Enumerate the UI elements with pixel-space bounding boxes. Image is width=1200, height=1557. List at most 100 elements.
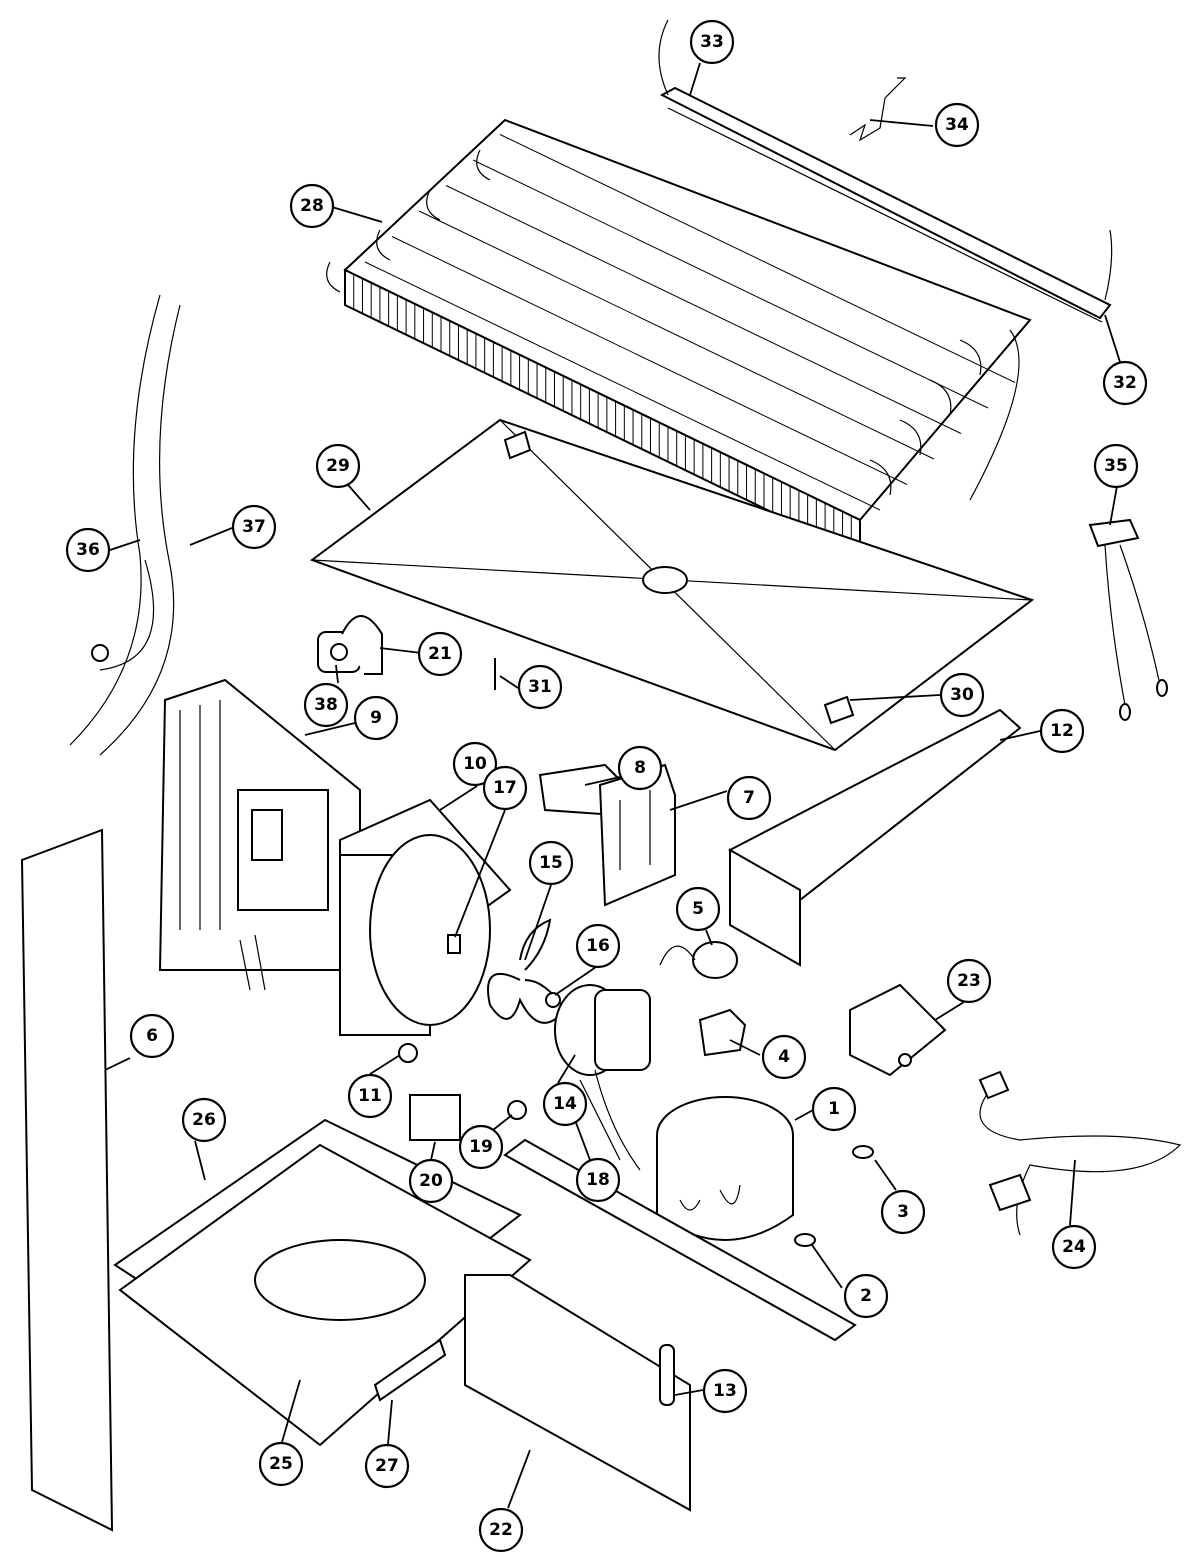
- callout-35: 35: [1093, 443, 1139, 489]
- callout-32: 32: [1102, 360, 1148, 406]
- drain-pan: [118, 1143, 532, 1447]
- capacitor-part: [409, 1094, 461, 1141]
- callout-25: 25: [258, 1441, 304, 1487]
- svg-text:22: 22: [489, 1520, 513, 1540]
- fan-shroud: [339, 798, 512, 1036]
- callout-9: 9: [353, 695, 399, 741]
- callout-15: 15: [528, 840, 574, 886]
- coil-row: [364, 261, 881, 511]
- svg-text:25: 25: [269, 1454, 293, 1474]
- svg-text:29: 29: [326, 456, 350, 476]
- wire-harness: [1088, 518, 1168, 721]
- svg-text:19: 19: [469, 1137, 493, 1157]
- callout-18: 18: [575, 1157, 621, 1203]
- svg-text:34: 34: [945, 115, 969, 135]
- start-relay: [698, 1008, 747, 1057]
- callout-2: 2: [843, 1273, 889, 1319]
- callout-31: 31: [517, 664, 563, 710]
- svg-text:36: 36: [76, 540, 100, 560]
- coil-row: [445, 185, 962, 434]
- svg-text:2: 2: [860, 1286, 872, 1306]
- callout-23: 23: [946, 958, 992, 1004]
- callout-28: 28: [289, 183, 335, 229]
- svg-text:23: 23: [957, 971, 981, 991]
- svg-text:15: 15: [539, 853, 563, 873]
- small-grommet-b: [507, 1100, 527, 1120]
- callout-29: 29: [315, 443, 361, 489]
- fan-motor: [554, 984, 651, 1171]
- svg-text:32: 32: [1113, 373, 1137, 393]
- evaporator-rail: [658, 19, 1113, 323]
- callout-8: 8: [617, 745, 663, 791]
- drain-tubes: [69, 294, 181, 756]
- callout-26: 26: [181, 1097, 227, 1143]
- svg-text:9: 9: [370, 708, 382, 728]
- svg-text:6: 6: [146, 1026, 158, 1046]
- compressor: [656, 1096, 794, 1241]
- callout-22: 22: [478, 1507, 524, 1553]
- callout-5: 5: [675, 886, 721, 932]
- callout-16: 16: [575, 923, 621, 969]
- svg-text:3: 3: [897, 1202, 909, 1222]
- callout-21: 21: [417, 631, 463, 677]
- svg-text:5: 5: [692, 899, 704, 919]
- condenser: [158, 678, 361, 991]
- callout-12: 12: [1039, 708, 1085, 754]
- defrost-timer: [849, 983, 947, 1077]
- svg-text:26: 26: [192, 1110, 216, 1130]
- callout-36: 36: [65, 527, 111, 573]
- coil-row: [418, 210, 935, 460]
- svg-text:10: 10: [463, 754, 487, 774]
- svg-text:16: 16: [586, 936, 610, 956]
- small-grommet: [398, 1043, 418, 1063]
- svg-text:37: 37: [242, 517, 266, 537]
- svg-text:30: 30: [950, 685, 974, 705]
- access-panel: [464, 1274, 691, 1512]
- power-cord: [978, 1070, 1182, 1236]
- svg-text:38: 38: [314, 695, 338, 715]
- callout-10: 10: [452, 741, 498, 787]
- clip-part: [849, 77, 907, 142]
- svg-text:12: 12: [1050, 721, 1074, 741]
- svg-text:13: 13: [713, 1381, 737, 1401]
- callout-1: 1: [811, 1086, 857, 1132]
- leader-lines: [104, 62, 1121, 1509]
- grommet: [317, 615, 383, 675]
- callout-6: 6: [129, 1013, 175, 1059]
- coil-row: [499, 134, 1016, 383]
- svg-text:33: 33: [700, 32, 724, 52]
- callout-34: 34: [934, 102, 980, 148]
- evaporator-coil: [326, 118, 1032, 557]
- callout-14: 14: [542, 1081, 588, 1127]
- svg-text:18: 18: [586, 1170, 610, 1190]
- svg-text:28: 28: [300, 196, 324, 216]
- compressor-grommet: [794, 1233, 816, 1247]
- callout-19: 19: [458, 1124, 504, 1170]
- callout-24: 24: [1051, 1224, 1097, 1270]
- svg-text:24: 24: [1062, 1237, 1086, 1257]
- coil-row: [391, 236, 908, 485]
- svg-text:1: 1: [828, 1099, 840, 1119]
- svg-text:11: 11: [358, 1086, 382, 1106]
- callout-20: 20: [408, 1158, 454, 1204]
- svg-text:21: 21: [428, 644, 452, 664]
- svg-text:17: 17: [493, 778, 517, 798]
- svg-text:27: 27: [375, 1456, 399, 1476]
- back-panel: [20, 828, 114, 1532]
- washer-part: [545, 992, 561, 1008]
- svg-text:35: 35: [1104, 456, 1128, 476]
- callout-27: 27: [364, 1443, 410, 1489]
- tray-clip: [823, 695, 855, 725]
- callout-7: 7: [726, 775, 772, 821]
- callout-4: 4: [761, 1034, 807, 1080]
- callout-11: 11: [347, 1073, 393, 1119]
- callout-37: 37: [231, 504, 277, 550]
- mounting-channel: [728, 708, 1022, 967]
- compressor-clip: [852, 1145, 874, 1159]
- svg-text:31: 31: [528, 677, 552, 697]
- svg-text:4: 4: [778, 1047, 790, 1067]
- heater-part: [659, 1344, 675, 1406]
- callout-13: 13: [702, 1368, 748, 1414]
- coil-row: [472, 159, 989, 409]
